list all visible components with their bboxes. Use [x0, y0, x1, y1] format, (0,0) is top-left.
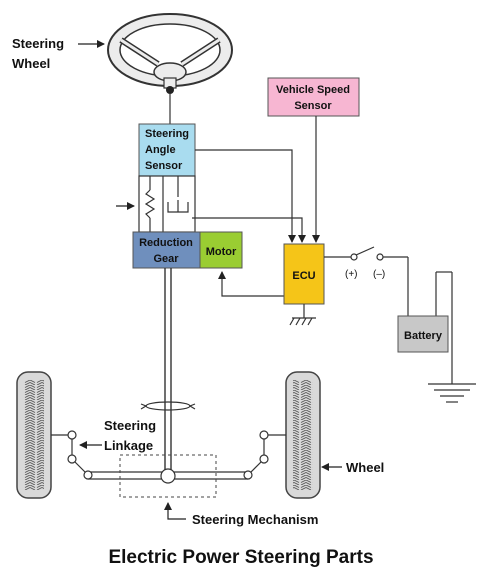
- steering-mechanism-box: [119, 454, 217, 498]
- angle-sensor-label-line1: Steering: [145, 128, 189, 140]
- ecu: [283, 243, 325, 305]
- ecu-label: ECU: [292, 270, 315, 282]
- steering-linkage-label-line1: Steering: [104, 418, 156, 433]
- right-wheel: [285, 371, 321, 499]
- angle-sensor-label-line3: Sensor: [145, 160, 183, 172]
- battery-label: Battery: [404, 330, 443, 342]
- plus-terminal-label: (+): [345, 269, 358, 280]
- wheel-label: Wheel: [346, 460, 384, 475]
- vehicle-speed-sensor: [267, 77, 360, 117]
- linkage-joints: [67, 430, 269, 484]
- battery: [397, 315, 449, 353]
- motor-label: Motor: [206, 246, 237, 258]
- ecu-ground: [289, 304, 316, 326]
- signal-wires: [192, 116, 320, 297]
- speed-sensor-label-line1: Vehicle Speed: [276, 84, 350, 96]
- diagram-title: Electric Power Steering Parts: [108, 547, 373, 568]
- rotation-arrow-icon: [140, 401, 196, 411]
- steering-wheel: [107, 13, 233, 94]
- steering-linkage-label-line2: Linkage: [104, 438, 153, 453]
- minus-terminal-label: (–): [373, 269, 385, 280]
- steering-angle-sensor: [138, 123, 196, 177]
- left-wheel: [16, 371, 52, 499]
- torque-sensor-section: [138, 175, 196, 233]
- motor: [199, 231, 243, 269]
- power-circuit: [324, 246, 476, 403]
- angle-sensor-label-line2: Angle: [145, 144, 176, 156]
- reduction-gear-label-line2: Gear: [153, 253, 179, 265]
- steering-column: [164, 268, 172, 472]
- steering-mechanism-label: Steering Mechanism: [192, 512, 318, 527]
- steering-wheel-label-line1: Steering: [12, 36, 64, 51]
- speed-sensor-label-line2: Sensor: [294, 100, 332, 112]
- steering-mechanism-pointer: [164, 502, 186, 520]
- reduction-gear-label-line1: Reduction: [139, 237, 193, 249]
- steering-wheel-label-line2: Wheel: [12, 56, 50, 71]
